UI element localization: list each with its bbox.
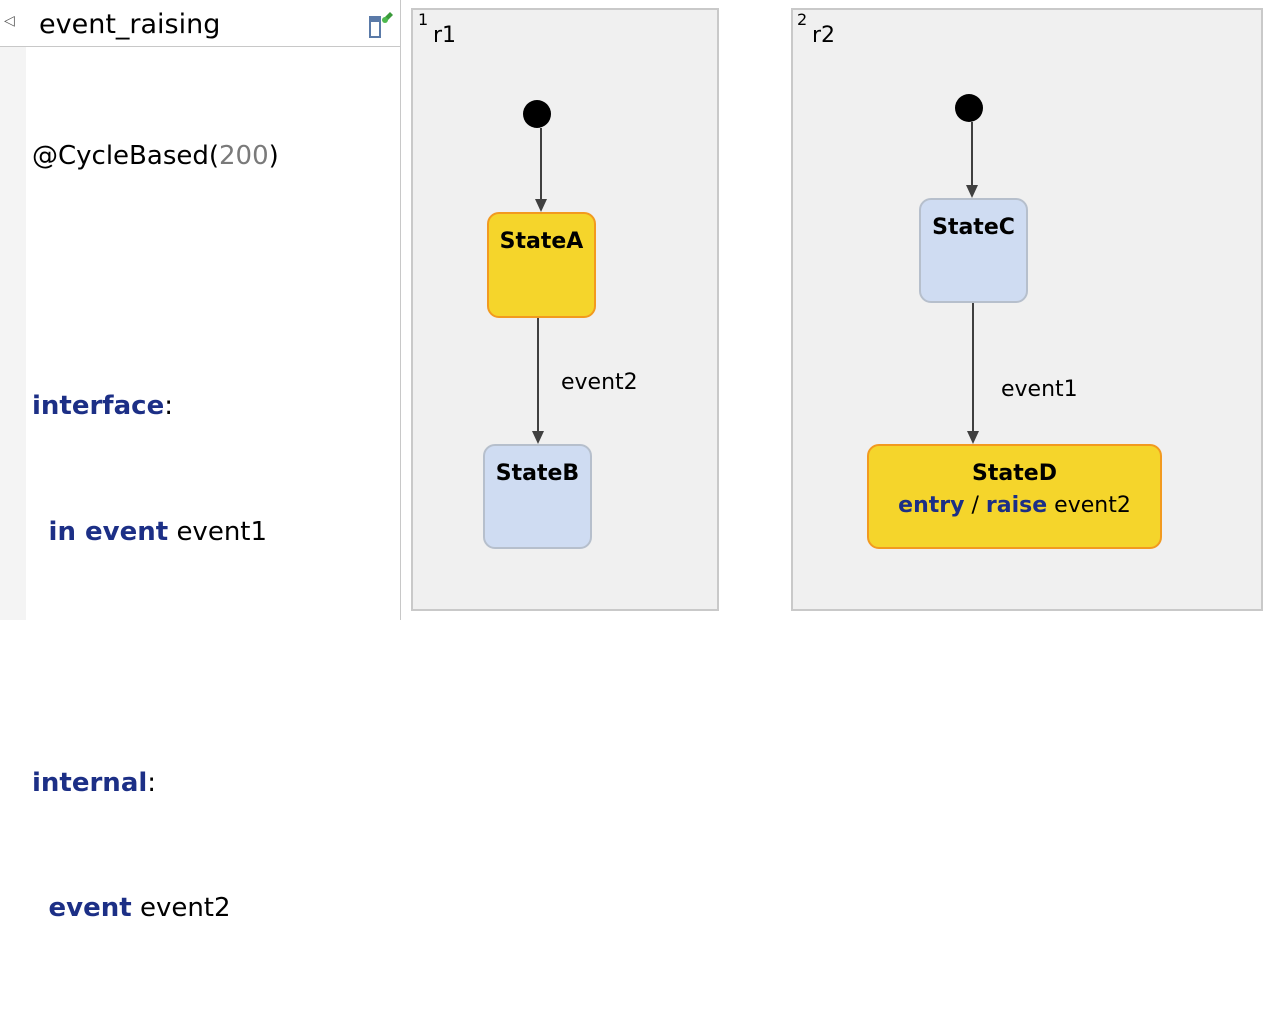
event-name: event2 <box>139 892 231 923</box>
state-stated-name: StateD <box>972 461 1057 486</box>
code-line-interface: interface: <box>32 386 279 428</box>
entry-keyword: entry <box>898 493 965 518</box>
in-event-keyword: in event <box>48 516 169 547</box>
annotation-close: ) <box>268 140 279 171</box>
initial-state-r2[interactable] <box>955 94 983 122</box>
collapse-left-icon[interactable]: ◁ <box>4 13 15 29</box>
state-stateb[interactable]: StateB <box>483 444 592 549</box>
state-statea-name: StateA <box>499 229 584 254</box>
code-line-blank <box>32 637 279 679</box>
cycle-period: 200 <box>219 140 269 171</box>
panel-title: event_raising <box>39 9 221 40</box>
state-stateb-name: StateB <box>495 461 580 486</box>
interface-keyword: interface <box>32 391 165 422</box>
region-r2-name: r2 <box>812 23 836 48</box>
colon: : <box>147 767 157 798</box>
colon: : <box>164 391 173 422</box>
state-statec[interactable]: StateC <box>919 198 1028 303</box>
transition-label-event2[interactable]: event2 <box>561 370 638 395</box>
state-statea[interactable]: StateA <box>487 212 596 318</box>
state-stated[interactable]: StateD entry / raise event2 <box>867 444 1162 549</box>
region-r1-number: 1 <box>418 10 429 29</box>
panel-header: ◁ event_raising <box>0 0 400 47</box>
transition-label-event1[interactable]: event1 <box>1001 377 1078 402</box>
editor-gutter <box>0 47 26 620</box>
code-line-in-event: in event event1 <box>32 512 279 554</box>
code-editor[interactable]: @CycleBased(200) interface: in event eve… <box>32 52 279 1013</box>
raised-event-name: event2 <box>1054 493 1131 518</box>
region-r2-number: 2 <box>797 10 808 29</box>
state-statec-name: StateC <box>932 215 1015 240</box>
event-keyword: event <box>48 892 132 923</box>
action-slash: / <box>971 493 979 518</box>
initial-state-r1[interactable] <box>523 100 551 128</box>
in-event-name: event1 <box>176 516 268 547</box>
region-r1-name: r1 <box>433 23 457 48</box>
definition-panel: ◁ event_raising @CycleBased(200) interfa… <box>0 0 401 923</box>
raise-keyword: raise <box>985 493 1048 518</box>
annotation-text: @CycleBased( <box>32 140 220 171</box>
code-line-event: event event2 <box>32 888 279 930</box>
code-line-annotation: @CycleBased(200) <box>32 136 279 178</box>
pin-icon[interactable] <box>366 10 396 40</box>
code-line-blank <box>32 261 279 303</box>
internal-keyword: internal <box>32 767 148 798</box>
code-line-internal: internal: <box>32 763 279 805</box>
state-stated-entry-action: entry / raise event2 <box>869 492 1160 520</box>
